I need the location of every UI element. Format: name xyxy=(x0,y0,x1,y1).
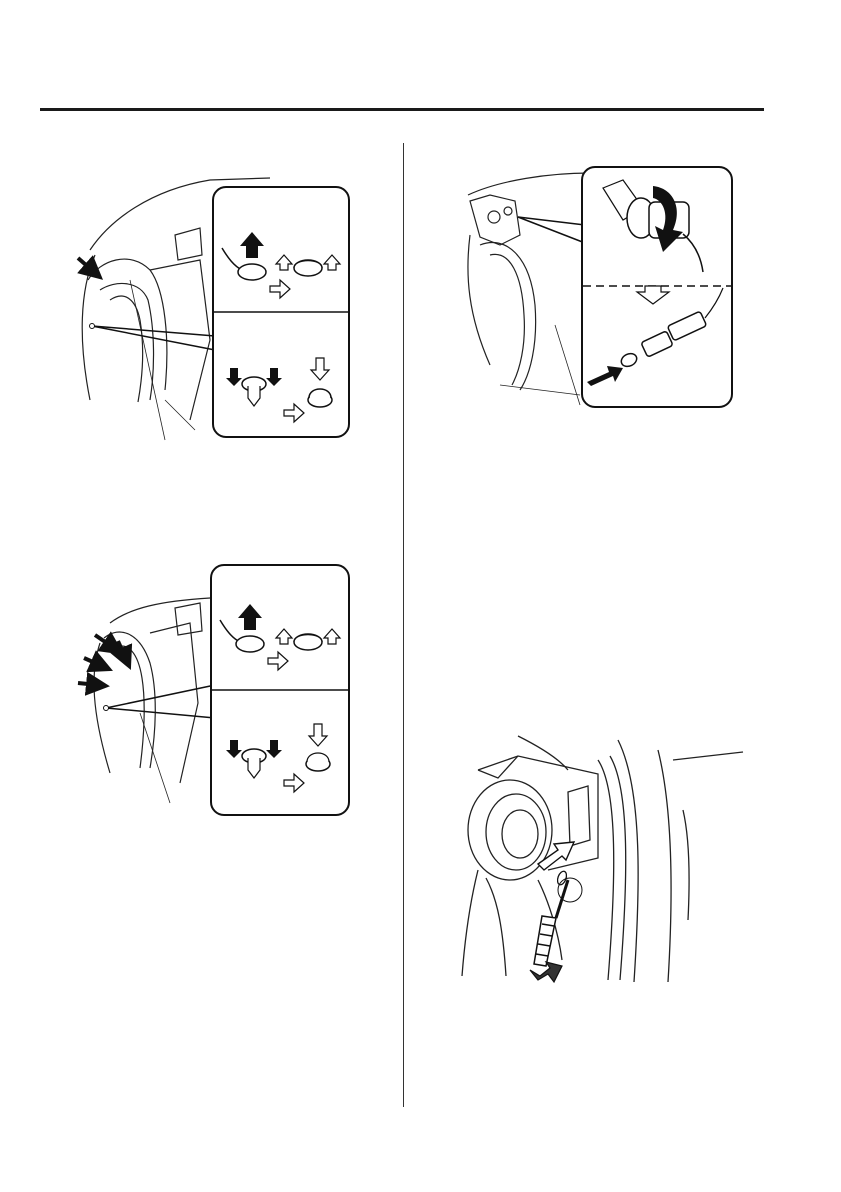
bumper-fog-lamp-illustration xyxy=(458,730,748,992)
fog-lamp-pry-figure xyxy=(458,730,748,992)
fender-clip-figure-1 xyxy=(70,140,350,440)
push-pin-up-icon-2 xyxy=(220,604,264,652)
screwdriver-icon xyxy=(534,870,582,966)
socket-rotate-icon xyxy=(603,180,703,272)
push-pin-down-icon-2 xyxy=(226,740,282,778)
clip-callout-2 xyxy=(210,564,350,816)
socket-callout xyxy=(581,166,733,408)
clip-installed-icon xyxy=(308,358,332,407)
clip-callout xyxy=(212,186,350,438)
push-pin-down-icon xyxy=(226,368,282,406)
header-rule xyxy=(40,108,764,111)
leader-line xyxy=(92,326,215,336)
push-pin-up-icon xyxy=(222,232,266,280)
fender-clip-figure-2 xyxy=(70,563,350,823)
column-divider xyxy=(403,143,404,1107)
bulb-socket-figure xyxy=(460,165,735,415)
clip-released-icon-2 xyxy=(276,629,340,650)
clip-released-icon xyxy=(276,255,340,276)
clip-installed-icon-2 xyxy=(306,724,330,771)
